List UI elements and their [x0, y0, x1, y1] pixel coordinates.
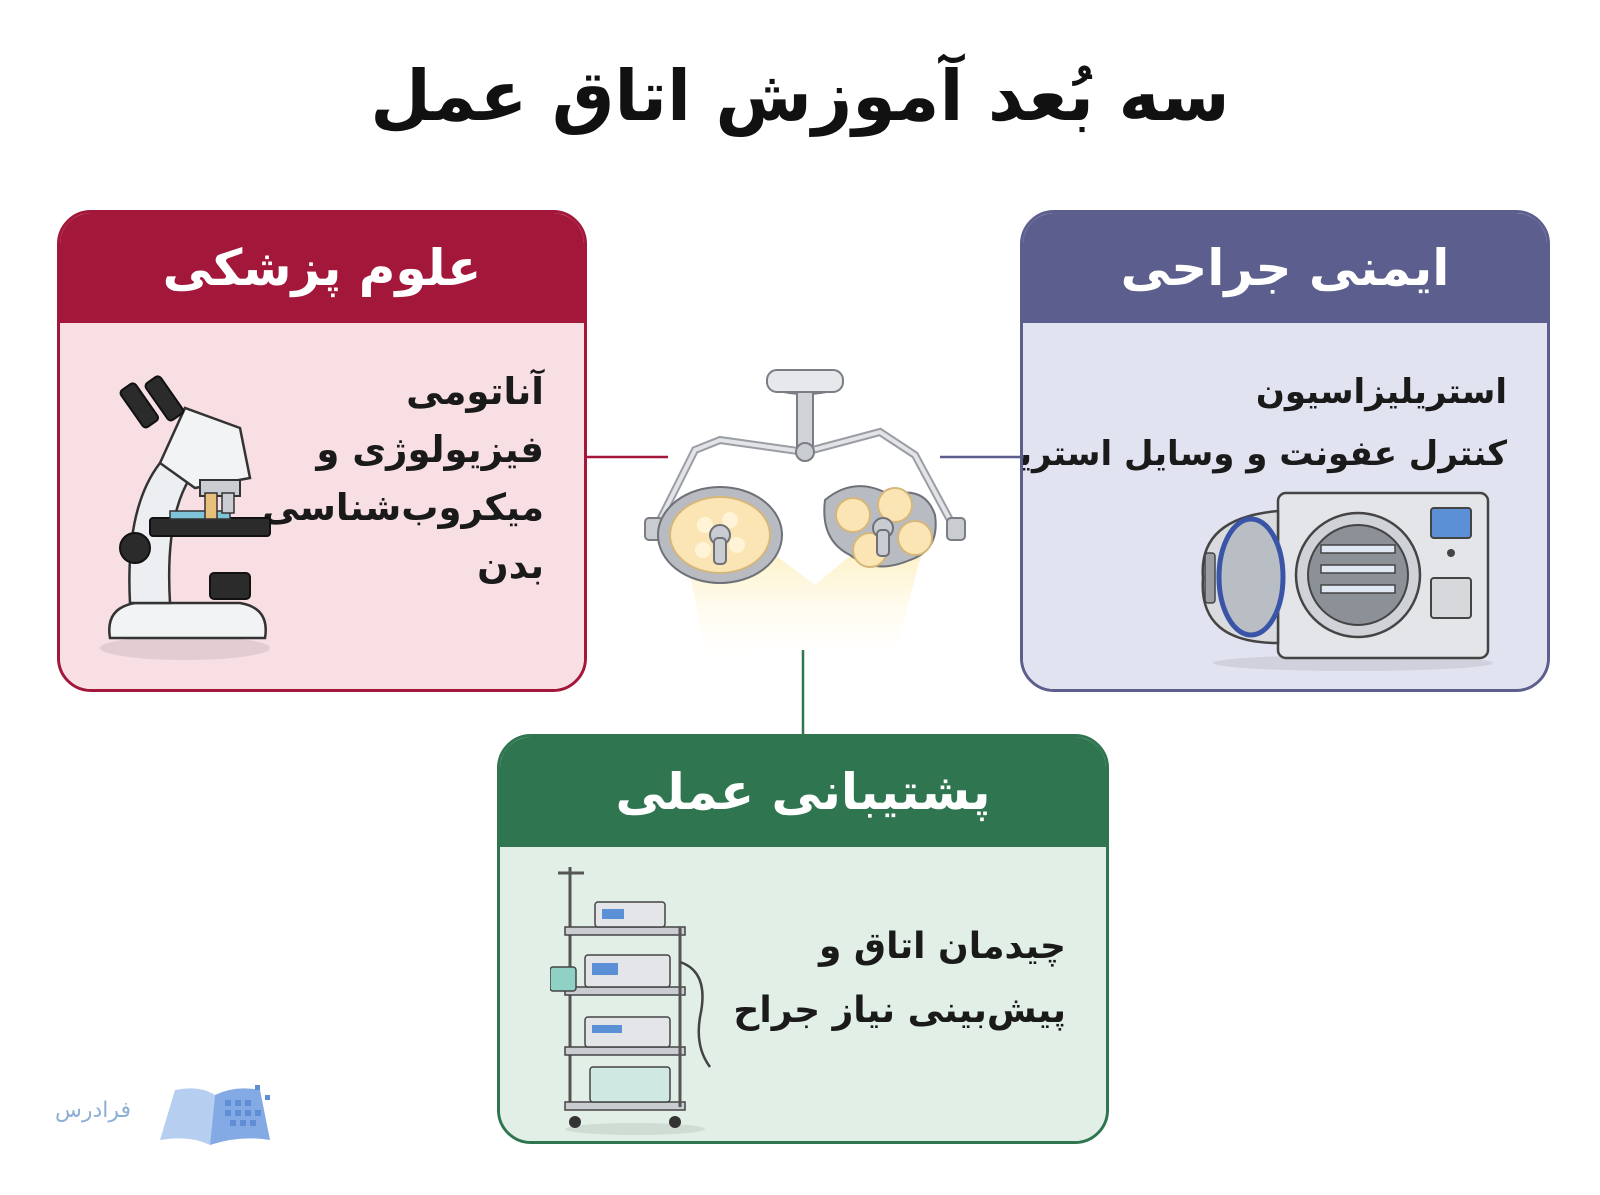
card-support-text: چیدمان اتاق و پیش‌بینی نیاز جراح	[733, 915, 1066, 1043]
card-safety-text: استریلیزاسیون کنترل عفونت و وسایل استریل	[1020, 361, 1507, 485]
card-medical-sciences: علوم پزشکی آناتومی فیزیولوژی و میکروب‌شن…	[57, 210, 587, 692]
book-logo-icon	[160, 1085, 270, 1145]
text-line: پیش‌بینی نیاز جراح	[733, 990, 1066, 1031]
logo-text: فرادرس	[55, 1098, 132, 1123]
card-support-body: چیدمان اتاق و پیش‌بینی نیاز جراح	[500, 847, 1106, 1141]
text-line: بدن	[477, 544, 544, 587]
text-line: میکروب‌شناسی	[262, 486, 544, 529]
card-safety-title: ایمنی جراحی	[1023, 213, 1547, 323]
card-support-title: پشتیبانی عملی	[500, 737, 1106, 847]
text-line: آناتومی	[406, 370, 544, 413]
card-medical-body: آناتومی فیزیولوژی و میکروب‌شناسی بدن	[60, 323, 584, 689]
text-line: استریلیزاسیون	[1255, 372, 1507, 412]
card-practical-support: پشتیبانی عملی چیدمان اتاق و پیش‌بینی نیا…	[497, 734, 1109, 1144]
text-line: کنترل عفونت و وسایل استریل	[1020, 434, 1507, 474]
brand-logo: فرادرس	[55, 1080, 285, 1150]
card-safety-body: استریلیزاسیون کنترل عفونت و وسایل استریل	[1023, 323, 1547, 689]
text-line: چیدمان اتاق و	[819, 926, 1066, 967]
card-surgical-safety: ایمنی جراحی استریلیزاسیون کنترل عفونت و …	[1020, 210, 1550, 692]
page-title: سه بُعد آموزش اتاق عمل	[370, 55, 1230, 137]
card-medical-text: آناتومی فیزیولوژی و میکروب‌شناسی بدن	[262, 363, 544, 595]
autoclave-icon	[1201, 491, 1493, 671]
microscope-icon	[100, 375, 271, 660]
card-medical-title: علوم پزشکی	[60, 213, 584, 323]
equipment-cart-icon	[550, 867, 712, 1135]
surgical-lamp-icon	[644, 369, 966, 655]
text-line: فیزیولوژی و	[316, 428, 544, 471]
